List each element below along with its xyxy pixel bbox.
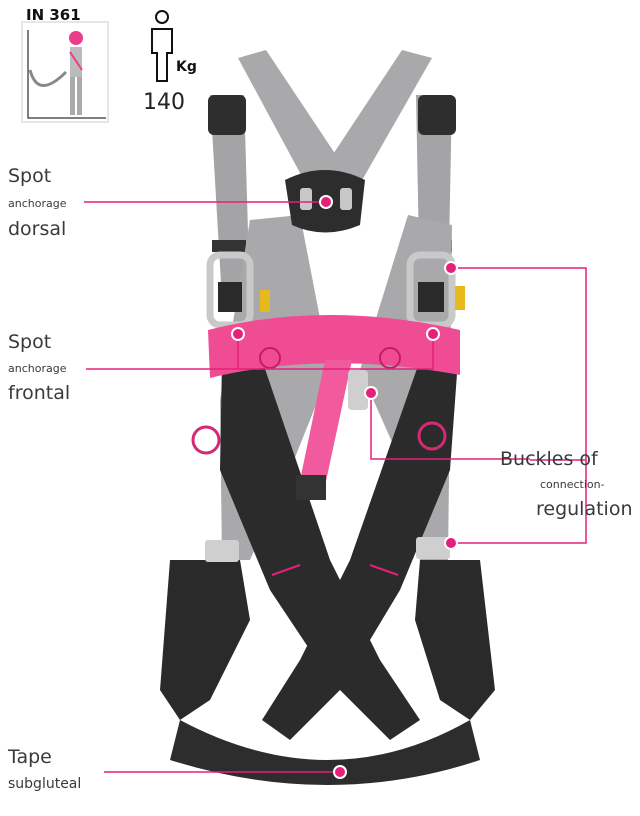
label-frontal-line1: Spot xyxy=(8,330,51,354)
label-buckles-line2: connection- xyxy=(540,478,605,492)
label-subgluteal-line2: subgluteal xyxy=(8,776,81,792)
harness-illustration xyxy=(160,50,495,785)
label-dorsal-line2: anchorage xyxy=(8,197,66,211)
label-dorsal-line3: dorsal xyxy=(8,217,66,241)
standard-pictogram xyxy=(22,22,108,122)
label-frontal-line2: anchorage xyxy=(8,362,66,376)
capacity-value: 140 xyxy=(143,90,185,115)
capacity-unit: Kg xyxy=(176,59,197,75)
person-weight-icon xyxy=(152,11,172,81)
label-frontal-line3: frontal xyxy=(8,381,70,405)
label-buckles-line1: Buckles of xyxy=(500,447,598,471)
label-dorsal-line1: Spot xyxy=(8,164,51,188)
standard-code: IN 361 xyxy=(26,6,81,24)
label-subgluteal-line1: Tape xyxy=(8,745,52,769)
label-buckles-line3: regulation xyxy=(536,497,633,521)
